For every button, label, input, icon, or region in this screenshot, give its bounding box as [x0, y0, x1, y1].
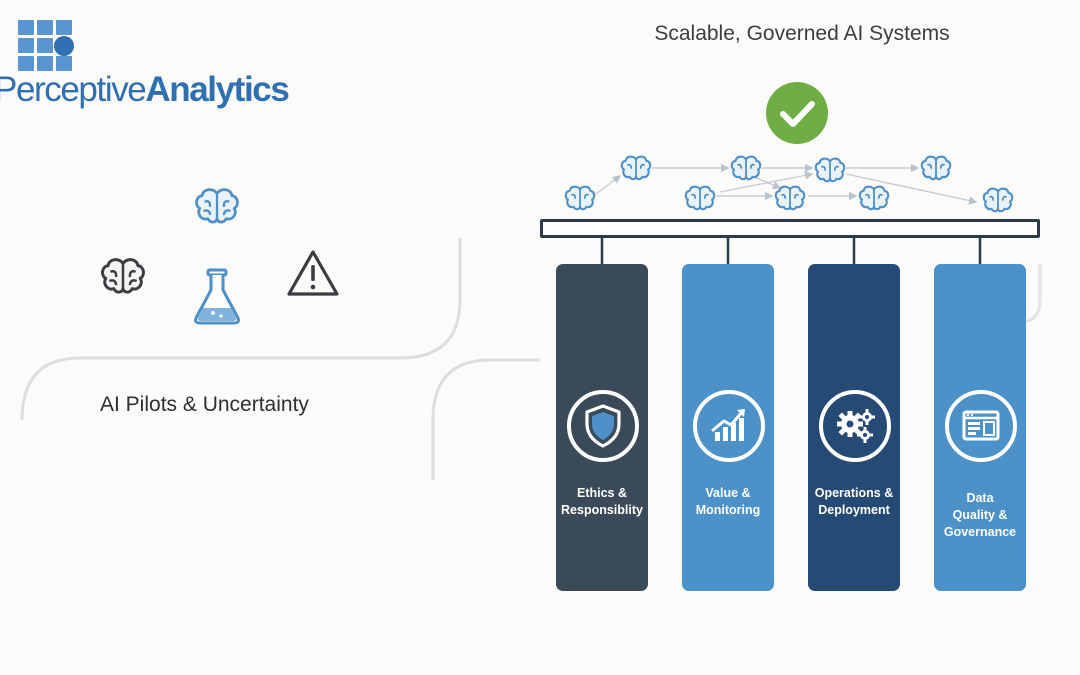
pillar-label-ethics: Ethics & Responsiblity — [550, 485, 654, 519]
dashboard-icon — [945, 390, 1017, 462]
left-panel-title: AI Pilots & Uncertainty — [100, 393, 309, 416]
dashboard-icon-graphic — [962, 410, 1000, 441]
pillar-beam — [540, 219, 1040, 238]
pillar-label-line: Responsiblity — [561, 503, 643, 517]
growth-chart-icon-graphic — [711, 409, 745, 441]
pillar-ethics: Ethics & Responsiblity — [556, 264, 648, 591]
growth-chart-icon — [693, 390, 765, 462]
pillar-label-line: Quality & — [952, 508, 1008, 522]
gears-icon-graphic — [837, 409, 875, 443]
logo-grid-icon — [18, 20, 74, 71]
pillar-label-line: Operations & — [814, 486, 894, 500]
brand-name-light: Perceptive — [0, 70, 147, 109]
pillar-label-line: Value & — [705, 486, 751, 500]
pillar-label-operations: Operations & Deployment — [802, 485, 906, 519]
brain-icon — [195, 188, 239, 224]
brand-name: PerceptiveAnalytics — [0, 70, 290, 109]
pillar-data: Data Quality & Governance — [934, 264, 1026, 591]
ai-network — [564, 155, 1014, 213]
pillar-value: Value & Monitoring — [682, 264, 774, 591]
brain-icon — [101, 258, 145, 294]
right-panel-title: Scalable, Governed AI Systems — [654, 22, 950, 45]
pillar-operations: Operations & Deployment — [808, 264, 900, 591]
shield-icon — [567, 390, 639, 462]
pillar-label-line: Data — [966, 491, 994, 505]
pillar-label-line: Governance — [943, 525, 1017, 539]
brand-logo: PerceptiveAnalytics — [0, 0, 290, 120]
warning-icon — [287, 250, 339, 296]
network-brain-nodes — [564, 155, 1014, 213]
flask-icon — [194, 268, 240, 325]
pillar-connectors — [600, 236, 982, 264]
pillar-label-line: Deployment — [818, 503, 890, 517]
checkmark-icon — [766, 82, 828, 144]
pillar-label-line: Monitoring — [695, 503, 761, 517]
brand-name-bold: Analytics — [145, 70, 289, 109]
shield-icon-graphic — [585, 404, 621, 448]
pillar-label-value: Value & Monitoring — [676, 485, 780, 519]
pillar-label-data: Data Quality & Governance — [928, 490, 1032, 541]
gears-icon — [819, 390, 891, 462]
pillar-label-line: Ethics & — [576, 486, 627, 500]
